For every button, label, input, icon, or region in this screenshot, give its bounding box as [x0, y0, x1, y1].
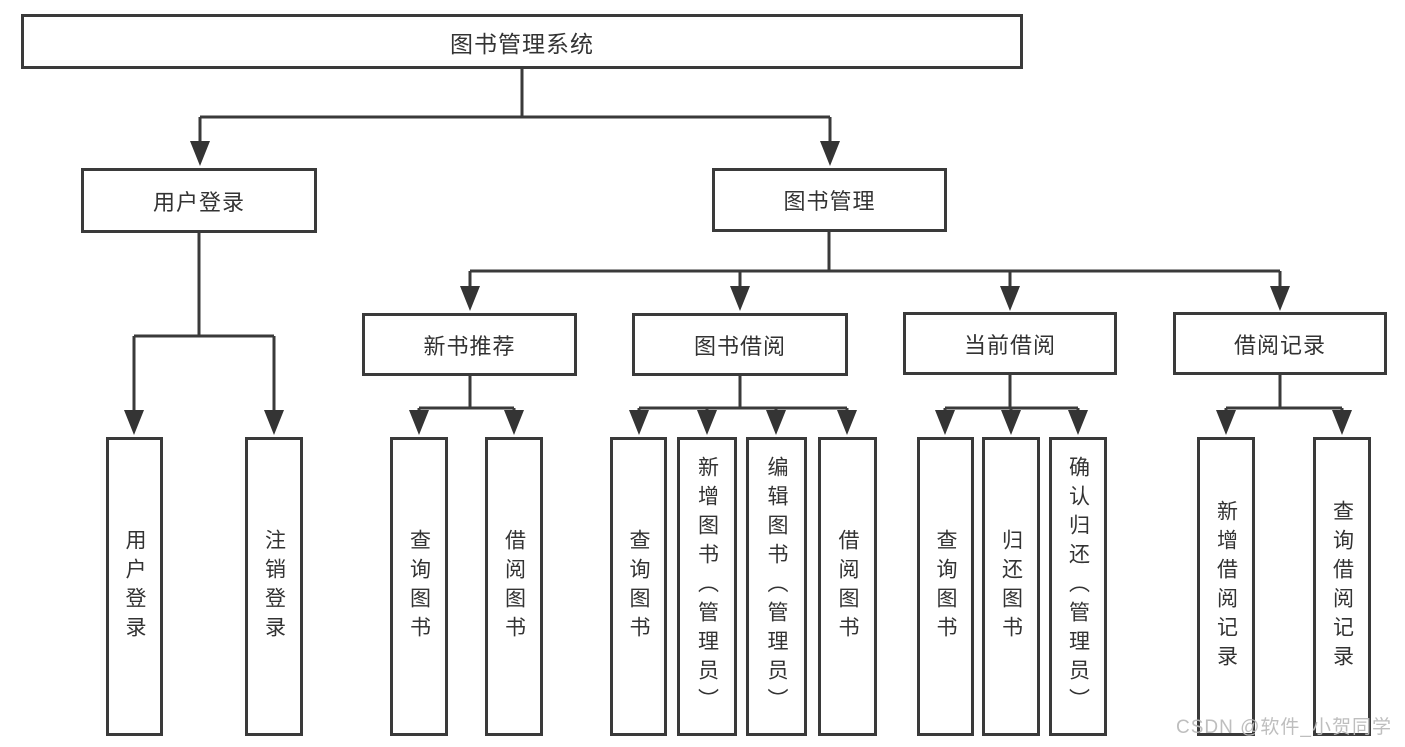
node-new-book-recommend: 新书推荐: [362, 313, 577, 376]
connector-user-login-children: [124, 233, 284, 435]
leaf-current-return-book: 归还图书: [982, 437, 1040, 736]
leaf-label: 确认归还（管理员）: [1066, 456, 1090, 717]
leaf-recommend-query-book: 查询图书: [390, 437, 448, 736]
node-label: 借阅记录: [1233, 332, 1326, 358]
node-library-system-root: 图书管理系统: [21, 14, 1023, 69]
node-label: 图书借阅: [693, 333, 786, 359]
node-label: 图书管理系统: [450, 30, 594, 57]
leaf-label: 用户登录: [123, 528, 146, 645]
leaf-label: 查询图书: [934, 528, 957, 645]
node-borrow-record: 借阅记录: [1173, 312, 1387, 375]
leaf-recommend-borrow-book: 借阅图书: [485, 437, 543, 736]
node-label: 当前借阅: [963, 332, 1056, 358]
connector-borrow-record-children: [1216, 375, 1352, 435]
leaf-current-query-book: 查询图书: [917, 437, 974, 736]
leaf-record-add-borrow-record: 新增借阅记录: [1197, 437, 1255, 736]
leaf-record-query-borrow-record: 查询借阅记录: [1313, 437, 1371, 736]
node-book-borrow: 图书借阅: [632, 313, 848, 376]
leaf-borrow-edit-book-admin: 编辑图书（管理员）: [746, 437, 807, 736]
leaf-label: 编辑图书（管理员）: [765, 456, 788, 717]
node-current-borrow: 当前借阅: [903, 312, 1117, 375]
leaf-borrow-query-book: 查询图书: [610, 437, 667, 736]
node-label: 用户登录: [152, 189, 245, 215]
leaf-label: 查询图书: [407, 528, 431, 645]
leaf-label: 新增图书（管理员）: [695, 456, 719, 717]
leaf-label: 归还图书: [999, 528, 1023, 645]
leaf-label: 查询借阅记录: [1330, 499, 1354, 674]
connector-root-to-level2: [190, 69, 840, 166]
leaf-label: 新增借阅记录: [1214, 499, 1238, 674]
node-label: 新书推荐: [423, 333, 516, 359]
connector-book-borrow-children: [629, 376, 857, 435]
leaf-label: 注销登录: [262, 528, 286, 645]
connector-recommend-children: [409, 376, 524, 435]
node-label: 图书管理: [783, 189, 876, 214]
node-user-login-branch: 用户登录: [81, 168, 317, 233]
leaf-label: 借阅图书: [502, 528, 526, 645]
connector-current-borrow-children: [935, 375, 1088, 435]
csdn-watermark: CSDN @软件_小贺同学: [1176, 717, 1392, 738]
leaf-logout: 注销登录: [245, 437, 303, 736]
leaf-user-login: 用户登录: [106, 437, 163, 736]
node-book-management-branch: 图书管理: [712, 168, 947, 232]
connector-book-mgmt-to-level3: [460, 232, 1290, 311]
leaf-label: 借阅图书: [836, 528, 859, 645]
leaf-label: 查询图书: [627, 528, 650, 645]
leaf-current-confirm-return-admin: 确认归还（管理员）: [1049, 437, 1107, 736]
leaf-borrow-add-book-admin: 新增图书（管理员）: [677, 437, 737, 736]
leaf-borrow-borrow-book: 借阅图书: [818, 437, 877, 736]
